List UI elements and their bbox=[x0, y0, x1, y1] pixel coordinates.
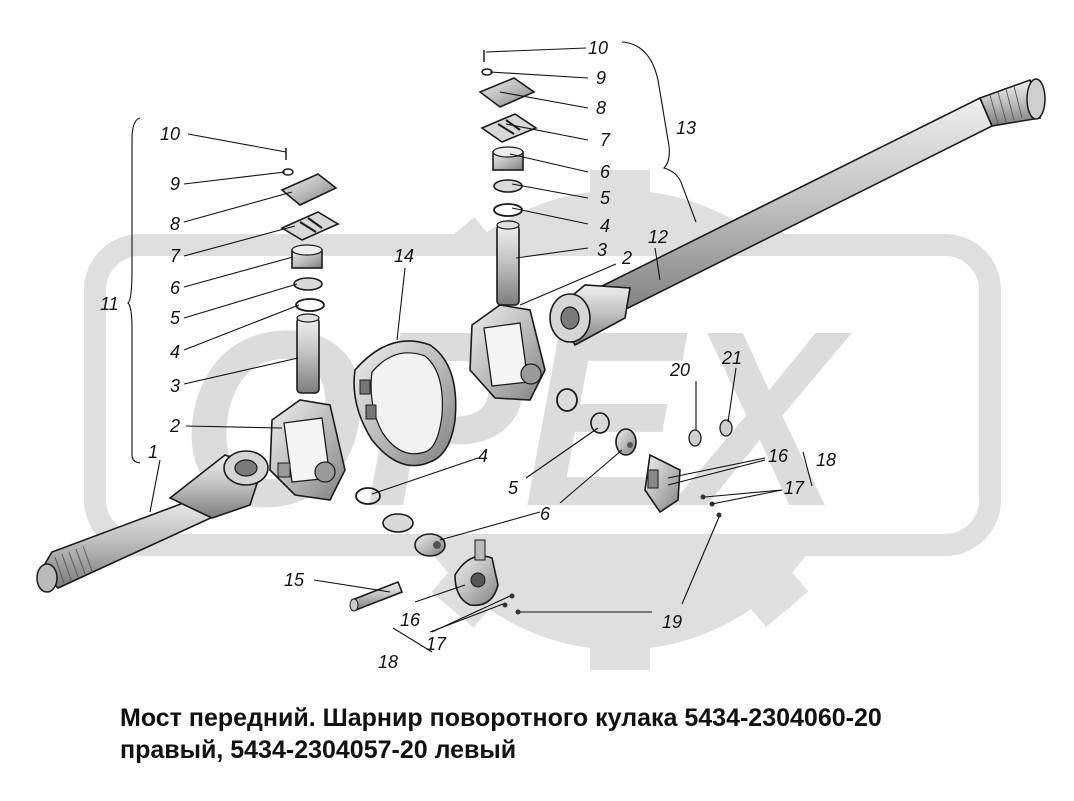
callout-16-lower: 16 bbox=[400, 610, 421, 630]
seal-5-set bbox=[293, 179, 610, 533]
caption-line-1: Мост передний. Шарнир поворотного кулака… bbox=[120, 704, 882, 732]
callout-7-right: 7 bbox=[600, 130, 611, 150]
lock-9-set bbox=[282, 68, 493, 176]
screw-19-a bbox=[716, 512, 722, 518]
callout-labels: 1 2 2 3 3 4 4 4 5 5 5 6 6 6 7 7 8 8 9 9 … bbox=[100, 38, 836, 672]
callout-3-left: 3 bbox=[170, 376, 180, 396]
screw-17-c bbox=[502, 602, 508, 608]
bushing-6-mid bbox=[615, 428, 637, 456]
screw-17-a bbox=[700, 494, 706, 500]
callout-5-left: 5 bbox=[170, 308, 181, 328]
screw-set bbox=[502, 494, 722, 615]
caption-line-2: правый, 5434-2304057-20 левый bbox=[120, 736, 517, 764]
callout-7-left: 7 bbox=[170, 246, 181, 266]
callout-9-right: 9 bbox=[596, 68, 606, 88]
seal-5-right bbox=[493, 179, 523, 193]
callout-14: 14 bbox=[394, 246, 414, 266]
callout-4-lower: 4 bbox=[478, 446, 488, 466]
callout-21: 21 bbox=[721, 348, 742, 368]
screw-17-d bbox=[509, 593, 515, 599]
watermark: OPEX bbox=[84, 170, 1001, 670]
callout-15: 15 bbox=[284, 570, 305, 590]
leader-lines bbox=[127, 41, 813, 653]
bushing-21 bbox=[719, 419, 733, 437]
bolt-10-set bbox=[285, 50, 485, 160]
diagram-caption: Мост передний. Шарнир поворотного кулака… bbox=[120, 702, 1040, 766]
bushing-6-right bbox=[492, 146, 524, 171]
callout-1: 1 bbox=[148, 442, 158, 462]
shim-7-right bbox=[480, 113, 538, 143]
ring-4-mid bbox=[556, 388, 578, 412]
callout-2-right: 2 bbox=[621, 248, 632, 268]
bushing-6-left bbox=[291, 244, 323, 269]
callout-9-left: 9 bbox=[170, 174, 180, 194]
callout-16-upper: 16 bbox=[768, 446, 789, 466]
callout-8-right: 8 bbox=[596, 98, 606, 118]
bushing-20 bbox=[688, 429, 702, 447]
callout-18-upper: 18 bbox=[816, 450, 836, 470]
shim-7-left bbox=[280, 211, 340, 241]
callout-5-right: 5 bbox=[600, 188, 611, 208]
callout-10-left: 10 bbox=[160, 124, 180, 144]
callout-19: 19 bbox=[662, 612, 682, 632]
cover-8-right bbox=[478, 77, 536, 108]
cover-8-set bbox=[280, 77, 536, 206]
bushing-6-set bbox=[291, 146, 637, 557]
callout-8-left: 8 bbox=[170, 214, 180, 234]
seal-5-left bbox=[293, 277, 323, 291]
seal-5-mid bbox=[590, 412, 610, 434]
callout-6-left: 6 bbox=[170, 278, 181, 298]
callout-18-lower: 18 bbox=[378, 652, 398, 672]
steering-collar-14 bbox=[353, 340, 457, 467]
callout-17-lower: 17 bbox=[426, 634, 447, 654]
callout-6-lower: 6 bbox=[540, 504, 551, 524]
callout-10-right: 10 bbox=[588, 38, 608, 58]
axle-shaft-left bbox=[36, 450, 269, 593]
knuckle-housing-left bbox=[269, 399, 346, 501]
callout-11: 11 bbox=[100, 294, 119, 314]
screw-19-b bbox=[515, 609, 521, 615]
axle-shaft-right bbox=[549, 78, 1046, 347]
shim-7-set bbox=[280, 113, 538, 241]
king-pin-right bbox=[496, 220, 520, 306]
callout-3-right: 3 bbox=[597, 240, 607, 260]
pin-15 bbox=[349, 580, 404, 612]
knuckle-housing-right bbox=[469, 304, 546, 401]
lever-16-lower bbox=[454, 539, 499, 607]
callout-2-left: 2 bbox=[169, 416, 180, 436]
king-pin-left bbox=[296, 313, 320, 394]
callout-4-left: 4 bbox=[170, 342, 180, 362]
ring-4-left-top bbox=[295, 298, 325, 312]
seal-5-lower bbox=[382, 513, 414, 533]
callout-13: 13 bbox=[676, 118, 696, 138]
callout-4-right: 4 bbox=[600, 216, 610, 236]
callout-20: 20 bbox=[669, 360, 690, 380]
callout-12: 12 bbox=[648, 227, 668, 247]
bushing-6-lower bbox=[414, 533, 446, 557]
callout-5-lower: 5 bbox=[508, 478, 519, 498]
callout-6-right: 6 bbox=[600, 162, 611, 182]
lever-16-upper bbox=[644, 453, 681, 514]
ring-4-right-top bbox=[493, 203, 523, 217]
callout-17-upper: 17 bbox=[784, 478, 805, 498]
cover-8-left bbox=[280, 173, 338, 206]
ring-4-lower bbox=[355, 487, 381, 505]
